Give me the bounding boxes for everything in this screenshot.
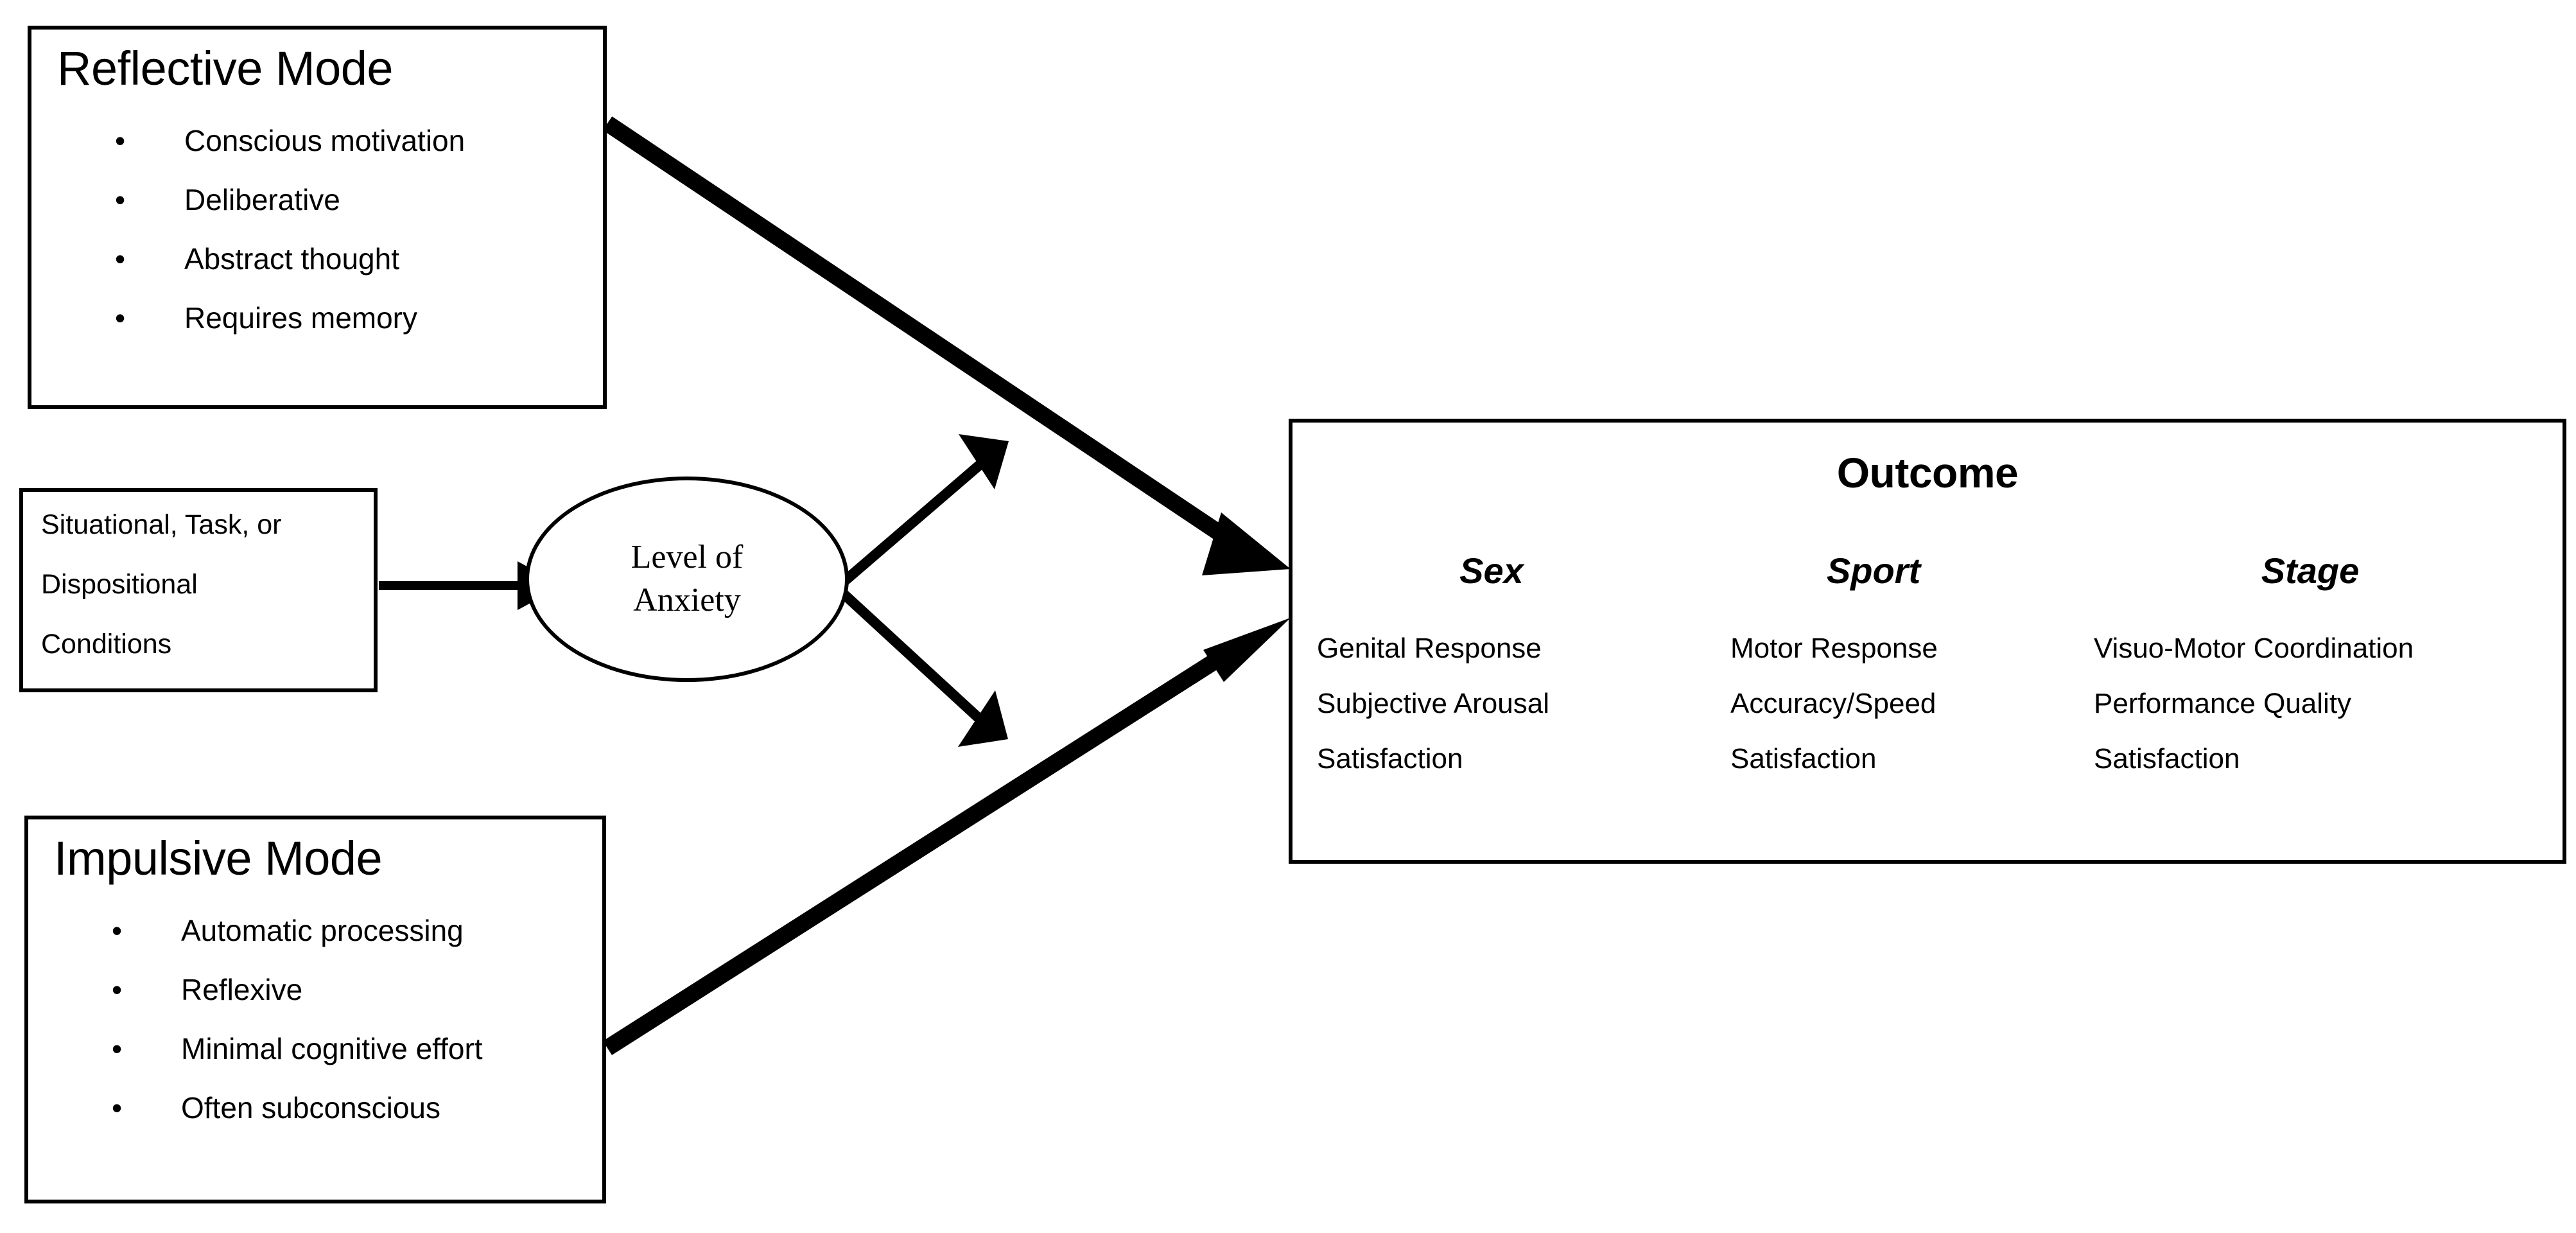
list-item: • Abstract thought	[115, 244, 465, 274]
outcome-columns: Sex Genital Response Subjective Arousal …	[1292, 423, 2563, 860]
conditions-line: Conditions	[41, 629, 172, 660]
outcome-item: Genital Response	[1317, 633, 1542, 664]
outcome-column-header: Sport	[1826, 550, 1921, 591]
bullet-icon: •	[112, 1091, 123, 1124]
reflective-mode-list: • Conscious motivation • Deliberative • …	[115, 126, 465, 362]
list-item-label: Automatic processing	[181, 914, 464, 947]
reflective-mode-title: Reflective Mode	[57, 42, 394, 95]
anxiety-level-ellipse: Level of Anxiety	[525, 477, 849, 682]
outcome-item: Accuracy/Speed	[1730, 688, 1936, 719]
list-item: • Often subconscious	[112, 1093, 483, 1123]
anxiety-line-2: Anxiety	[633, 582, 741, 618]
list-item-label: Conscious motivation	[184, 124, 466, 157]
list-item-label: Reflexive	[181, 973, 303, 1006]
list-item: • Automatic processing	[112, 916, 483, 945]
outcome-item: Motor Response	[1730, 633, 1938, 664]
outcome-column-header: Stage	[2261, 550, 2360, 591]
list-item-label: Minimal cognitive effort	[181, 1032, 483, 1065]
bullet-icon: •	[112, 1032, 123, 1065]
outcome-box: Outcome Sex Genital Response Subjective …	[1289, 419, 2566, 864]
anxiety-line-1: Level of	[631, 539, 744, 576]
list-item-label: Often subconscious	[181, 1091, 441, 1124]
list-item: • Minimal cognitive effort	[112, 1034, 483, 1063]
outcome-item: Satisfaction	[1317, 743, 1463, 774]
outcome-column-header: Sex	[1459, 550, 1524, 591]
outcome-item: Performance Quality	[2094, 688, 2352, 719]
arrow-anxiety-lower	[831, 582, 1008, 747]
bullet-icon: •	[115, 242, 126, 275]
outcome-item: Satisfaction	[2094, 743, 2240, 774]
list-item: • Conscious motivation	[115, 126, 465, 155]
impulsive-mode-title: Impulsive Mode	[54, 832, 383, 885]
arrow-anxiety-upper	[831, 434, 1009, 594]
conditions-box: Situational, Task, or Dispositional Cond…	[19, 488, 378, 692]
bullet-icon: •	[115, 301, 126, 335]
outcome-title: Outcome	[1836, 449, 2019, 496]
bullet-icon: •	[112, 914, 123, 947]
list-item-label: Requires memory	[184, 301, 417, 335]
reflective-mode-box: Reflective Mode • Conscious motivation •…	[28, 26, 607, 409]
outcome-column-items: Visuo-Motor Coordination Performance Qua…	[2094, 634, 2414, 773]
outcome-item: Satisfaction	[1730, 743, 1877, 774]
bullet-icon: •	[112, 973, 123, 1006]
outcome-column-items: Genital Response Subjective Arousal Sati…	[1317, 634, 1549, 773]
conditions-text: Situational, Task, or Dispositional Cond…	[41, 511, 375, 658]
outcome-item: Subjective Arousal	[1317, 688, 1549, 719]
impulsive-mode-box: Impulsive Mode • Automatic processing • …	[24, 816, 606, 1203]
conditions-line: Situational, Task, or	[41, 509, 282, 540]
conditions-line: Dispositional	[41, 569, 198, 600]
bullet-icon: •	[115, 124, 126, 157]
outcome-column-items: Motor Response Accuracy/Speed Satisfacti…	[1730, 634, 1938, 773]
list-item-label: Abstract thought	[184, 242, 399, 275]
list-item: • Requires memory	[115, 303, 465, 333]
bullet-icon: •	[115, 183, 126, 216]
list-item-label: Deliberative	[184, 183, 340, 216]
outcome-item: Visuo-Motor Coordination	[2094, 633, 2414, 664]
impulsive-mode-list: • Automatic processing • Reflexive • Min…	[112, 916, 483, 1152]
list-item: • Reflexive	[112, 975, 483, 1004]
arrow-impulsive-to-outcome	[603, 618, 1291, 1055]
list-item: • Deliberative	[115, 185, 465, 214]
